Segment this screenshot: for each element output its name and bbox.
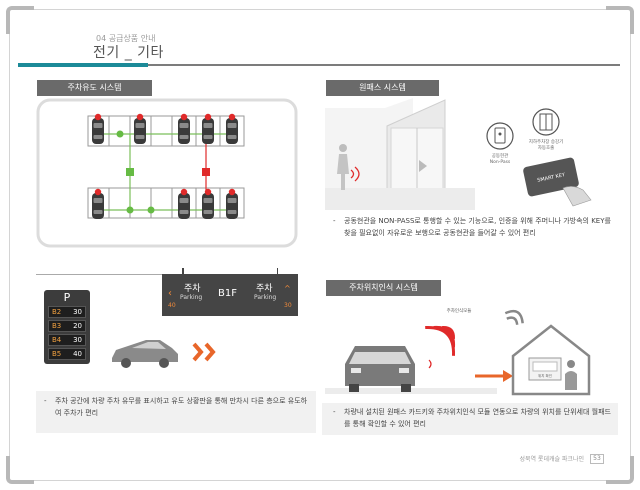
panel-left-caption-2: Non-Pass xyxy=(490,159,511,165)
page-subtitle: 04 공급상품 안내 xyxy=(96,34,156,43)
parking-level-row: B5 40 xyxy=(48,348,86,360)
title-rule xyxy=(148,64,620,66)
parking-level-row: B4 30 xyxy=(48,334,86,346)
one-pass-illustration: 공동현관 Non-Pass 지하주차장 승강기 자동호출 SMART KEY xyxy=(325,98,592,210)
frame-corner-bottom-left xyxy=(6,456,34,484)
guide-display-green xyxy=(126,168,134,176)
page-number: 53 xyxy=(590,454,604,464)
parking-guidance-diagram xyxy=(36,98,298,248)
sign-right-en: Parking xyxy=(254,294,277,301)
empty-bay-indicator xyxy=(126,206,134,214)
smart-key-card-icon: SMART KEY xyxy=(523,157,592,207)
frame-edge xyxy=(34,480,606,481)
sensor-caption: 주차인식모듈 xyxy=(447,307,472,314)
parking-status-note-bg xyxy=(36,391,316,433)
frame-edge xyxy=(34,9,606,10)
section-label-one-pass: 원패스 시스템 xyxy=(326,80,439,96)
signal-waves-icon xyxy=(428,359,432,369)
guide-display-red xyxy=(202,168,210,176)
double-chevron-right-icon xyxy=(192,342,216,362)
parking-location-description-text: 차량내 설치된 원패스 카드키와 주차위치인식 모듈 연동으로 차량의 위치를 … xyxy=(344,408,611,428)
smart-key-card-text: SMART KEY xyxy=(537,172,567,184)
sign-right-count: 30 xyxy=(284,302,292,309)
footer-project-name: 성북역 롯데캐슬 파크나인 xyxy=(519,456,584,463)
wifi-icon xyxy=(504,309,524,325)
car-direction-illustration xyxy=(112,340,216,368)
parking-level-floor: B2 xyxy=(52,308,62,316)
frame-corner-top-right xyxy=(606,6,634,34)
section-label-parking-guidance: 주차유도 시스템 xyxy=(37,80,152,96)
panel-right-caption-2: 자동호출 xyxy=(538,144,555,151)
frame-edge xyxy=(9,34,10,456)
parking-status-description-text: 주차 공간에 차량 주차 유무를 표시하고 유도 상황판을 통해 만차시 다른 … xyxy=(55,397,308,417)
parking-level-count: 40 xyxy=(73,350,82,358)
panel-left-caption-1: 공동현관 xyxy=(492,152,509,159)
panel-right-caption-1: 지하주차장 승강기 xyxy=(529,138,564,145)
wall-pad-screen xyxy=(532,361,558,372)
frame-corner-top-left xyxy=(6,6,34,34)
parking-level-count: 20 xyxy=(73,322,82,330)
chevron-up-icon: ^ xyxy=(284,284,291,293)
wall-pad-text: 위치 확인 xyxy=(538,373,552,378)
sign-left-count: 40 xyxy=(168,302,176,309)
title-rule-accent xyxy=(18,63,148,67)
parking-level-floor: B5 xyxy=(52,350,62,358)
door-lock-panel-icon xyxy=(486,122,514,150)
one-pass-description: - 공동현관을 NON-PASS로 통행할 수 있는 기능으로, 인증을 위해 … xyxy=(333,215,613,239)
parking-location-note-bg xyxy=(322,403,618,435)
parking-level-count: 30 xyxy=(73,308,82,316)
signal-waves-icon xyxy=(350,166,360,182)
section-label-parking-location: 주차위치인식 시스템 xyxy=(326,280,441,296)
parking-level-floor: B4 xyxy=(52,336,62,344)
sedan-car-icon xyxy=(112,340,178,368)
parking-level-count: 30 xyxy=(73,336,82,344)
one-pass-description-text: 공동현관을 NON-PASS로 통행할 수 있는 기능으로, 인증을 위해 주머… xyxy=(344,217,611,237)
frame-corner-bottom-right xyxy=(606,456,634,484)
sign-center-floor: B1F xyxy=(218,288,237,299)
sensor-signal-icon xyxy=(425,326,455,356)
empty-bay-indicator xyxy=(116,130,124,138)
sign-left-en: Parking xyxy=(180,294,203,301)
car-front-icon xyxy=(345,346,415,392)
parking-level-floor: B3 xyxy=(52,322,62,330)
elevator-call-panel-icon xyxy=(532,108,560,136)
parking-direction-sign: ‹ 주차 Parking 40 B1F 주차 Parking ^ 30 xyxy=(162,268,298,316)
parking-lot-outline xyxy=(36,98,298,248)
parking-level-row: B3 20 xyxy=(48,320,86,332)
empty-bay-indicator xyxy=(147,206,155,214)
parking-location-description: - 차량내 설치된 원패스 카드키와 주차위치인식 모듈 연동으로 차량의 위치… xyxy=(333,406,613,430)
page-title: 전기 _ 기타 xyxy=(93,45,164,61)
frame-edge xyxy=(630,34,631,456)
person-figure xyxy=(337,144,349,190)
parking-location-illustration: 주차인식모듈 위치 확인 xyxy=(325,307,591,396)
parking-status-description: - 주차 공간에 차량 주차 유무를 표시하고 유도 상황판을 통해 만차시 다… xyxy=(44,395,312,419)
parking-level-row: B2 30 xyxy=(48,306,86,318)
home-icon: 위치 확인 xyxy=(511,324,591,396)
sign-left-ko: 주차 xyxy=(184,284,201,294)
parking-board-title: P xyxy=(63,291,71,304)
sign-right-ko: 주차 xyxy=(256,284,273,294)
chevron-left-icon: ‹ xyxy=(168,288,172,299)
